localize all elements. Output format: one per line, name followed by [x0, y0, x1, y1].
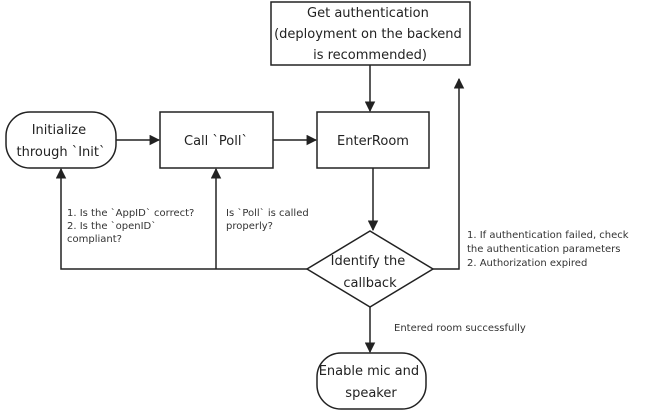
- identify-diamond: [305, 230, 435, 308]
- poll-label: Call `Poll`: [184, 134, 248, 149]
- label-success: Entered room successfully: [394, 323, 526, 334]
- init-label: Initialize through `Init`: [17, 123, 106, 160]
- enter-label: EnterRoom: [337, 134, 409, 149]
- label-init-check: 1. Is the `AppID` correct? 2. Is the `op…: [67, 207, 198, 245]
- label-poll-check-line-1: Is `Poll` is called: [226, 207, 309, 219]
- enable-label-line-1: Enable mic and: [319, 364, 419, 379]
- identify-label: Identify the callback: [331, 254, 410, 291]
- node-enable-mic: Enable mic and speaker: [316, 352, 427, 410]
- node-call-poll: Call `Poll`: [159, 111, 274, 169]
- label-success-line-1: Entered room successfully: [394, 323, 526, 334]
- enable-label: Enable mic and speaker: [319, 364, 424, 401]
- node-get-authentication: Get authentication (deployment on the ba…: [270, 1, 471, 66]
- label-init-check-line-3: compliant?: [67, 234, 122, 245]
- auth-label-line-3: is recommended): [313, 48, 427, 63]
- auth-box: [270, 1, 471, 66]
- edge-identify-to-auth: [433, 77, 465, 270]
- label-auth-check: 1. If authentication failed, check the a…: [467, 230, 632, 269]
- label-init-check-line-2: 2. Is the `openID`: [67, 220, 156, 232]
- auth-label-line-1: Get authentication: [307, 6, 429, 21]
- identify-label-line-1: Identify the: [331, 254, 406, 269]
- identify-label-line-2: callback: [343, 276, 397, 291]
- init-label-line-2: through `Init`: [17, 145, 106, 160]
- label-auth-check-line-1: 1. If authentication failed, check: [467, 230, 629, 241]
- poll-label-line-1: Call `Poll`: [184, 134, 248, 149]
- poll-box: [159, 111, 274, 169]
- enable-label-line-2: speaker: [345, 386, 397, 401]
- node-identify-callback: Identify the callback: [305, 230, 435, 308]
- label-poll-check-line-2: properly?: [226, 221, 273, 232]
- label-auth-check-line-3: 2. Authorization expired: [467, 258, 587, 269]
- auth-label-line-2: (deployment on the backend: [274, 27, 462, 42]
- node-initialize: Initialize through `Init`: [5, 111, 117, 169]
- label-auth-check-line-2: the authentication parameters: [467, 244, 620, 255]
- label-poll-check: Is `Poll` is called properly?: [226, 207, 312, 232]
- enter-label-line-1: EnterRoom: [337, 134, 409, 149]
- edge-identify-to-init: [55, 167, 307, 270]
- init-label-line-1: Initialize: [32, 123, 86, 138]
- node-enter-room: EnterRoom: [316, 111, 430, 169]
- auth-label: Get authentication (deployment on the ba…: [274, 6, 466, 63]
- label-init-check-line-1: 1. Is the `AppID` correct?: [67, 207, 194, 219]
